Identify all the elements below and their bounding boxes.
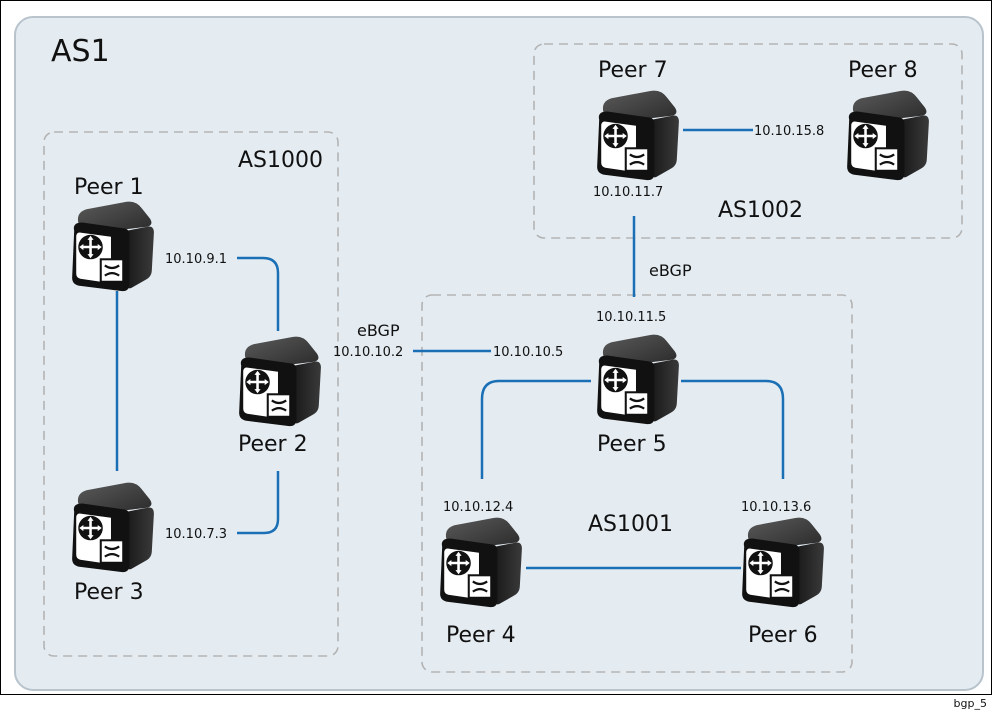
link-peer3-peer2 (237, 471, 280, 535)
ip-peer1-to-peer2: 10.10.9.1 (165, 252, 227, 267)
as1000-region (43, 131, 339, 657)
figure-id: bgp_5 (953, 697, 987, 710)
peer7-label: Peer 7 (598, 58, 668, 83)
ip-peer5-to-peer7: 10.10.11.5 (596, 310, 666, 325)
peer3-label: Peer 3 (74, 580, 144, 605)
peer8-label: Peer 8 (848, 58, 918, 83)
peer2-label: Peer 2 (238, 432, 308, 457)
peer7-router-icon[interactable] (595, 89, 681, 181)
peer6-label: Peer 6 (748, 623, 818, 648)
protocol-peer5-peer7: eBGP (649, 261, 692, 280)
peer4-router-icon[interactable] (438, 516, 524, 608)
as1002-label: AS1002 (718, 198, 803, 223)
peer5-label: Peer 5 (597, 432, 667, 457)
peer2-router-icon[interactable] (237, 335, 323, 427)
peer1-label: Peer 1 (74, 175, 144, 200)
bgp-topology-diagram: AS1 AS1000 AS1001 AS1002 Peer 1 Peer 2 P… (14, 16, 984, 691)
as1-region (14, 16, 984, 691)
ip-peer3-to-peer2: 10.10.7.3 (165, 527, 227, 542)
ip-peer5-to-peer2: 10.10.10.5 (493, 345, 563, 360)
link-peer1-peer2 (237, 256, 280, 331)
ip-peer2-to-peer5: 10.10.10.2 (333, 345, 403, 360)
protocol-peer2-peer5: eBGP (357, 321, 400, 340)
as1001-label: AS1001 (588, 512, 673, 537)
as1002-region (533, 43, 963, 239)
ip-peer4-to-peer5: 10.10.12.4 (443, 500, 513, 515)
as1000-label: AS1000 (238, 148, 323, 173)
as1001-region (421, 294, 853, 673)
peer3-router-icon[interactable] (70, 481, 156, 573)
ip-peer8-to-peer7: 10.10.15.8 (754, 124, 824, 139)
peer5-router-icon[interactable] (595, 333, 681, 425)
link-peer5-peer4 (480, 379, 591, 479)
ip-peer7-to-peer5: 10.10.11.7 (593, 185, 663, 200)
link-peer5-peer6 (681, 379, 785, 479)
diagram-frame: AS1 AS1000 AS1001 AS1002 Peer 1 Peer 2 P… (0, 0, 992, 695)
peer6-router-icon[interactable] (740, 516, 826, 608)
peer4-label: Peer 4 (446, 623, 516, 648)
peer1-router-icon[interactable] (70, 200, 156, 292)
peer8-router-icon[interactable] (845, 89, 931, 181)
ip-peer6-to-peer5: 10.10.13.6 (741, 500, 811, 515)
as1-label: AS1 (51, 34, 110, 69)
